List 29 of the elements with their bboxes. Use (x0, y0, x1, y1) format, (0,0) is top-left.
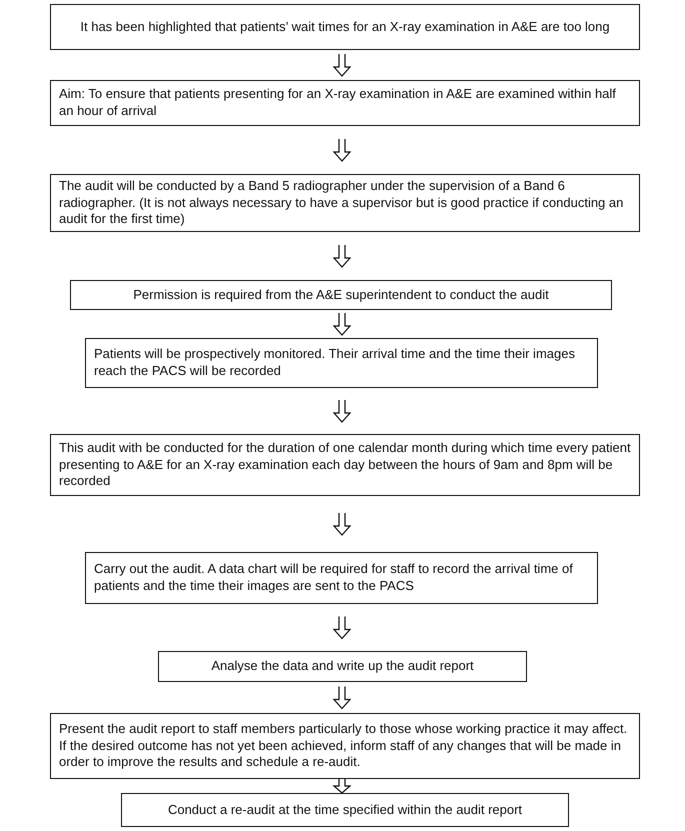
process-box (85, 338, 598, 388)
box-text: Present the audit report to staff members particularly to those whose working practice it may affect. If the desired outcome has not yet been achieved, inform staff of any changes that will be made in order to improve the results and schedule a re-audit. (59, 720, 628, 772)
box-text: Aim: To ensure that patients presenting for an X-ray examination in A&E are examined within half an hour of arrival (59, 86, 617, 120)
box-text: The audit will be conducted by a Band 5 radiographer under the supervision of a Band 6 radiographer. (It is not always necessary to have a supervisor but is good practice if conducting an audit for the first time) (59, 178, 624, 228)
process-box (50, 434, 640, 496)
box-text: It has been highlighted that patients’ wait times for an X-ray examination in A&E are too long (80, 18, 610, 36)
hollow-arrow (332, 616, 352, 640)
hollow-arrow (332, 512, 352, 536)
hollow-arrow (332, 399, 352, 423)
process-box (50, 4, 640, 50)
hollow-arrow (332, 686, 352, 710)
process-box (50, 174, 640, 232)
process-box (50, 80, 640, 126)
box-text: This audit with be conducted for the duration of one calendar month during which time every patient presenting to A&E for an X-ray examination each day between the hours of 9am and 8pm will be recorded (59, 440, 631, 490)
box-text: Analyse the data and write up the audit report (211, 658, 474, 675)
box-text: Permission is required from the A&E superintendent to conduct the audit (133, 286, 549, 304)
process-box (158, 651, 527, 682)
hollow-arrow (332, 312, 352, 336)
process-box (50, 713, 640, 779)
hollow-arrow (332, 53, 352, 77)
hollow-arrow (332, 778, 352, 794)
hollow-arrow (332, 138, 352, 162)
box-text: Carry out the audit. A data chart will be required for staff to record the arrival time of patients and the time their images are sent to the PACS (94, 561, 574, 595)
process-box (85, 552, 598, 604)
hollow-arrow (332, 244, 352, 268)
process-box (70, 280, 612, 310)
box-text: Conduct a re-audit at the time specified within the audit report (168, 802, 522, 818)
box-text: Patients will be prospectively monitored. Their arrival time and the time their images reach the PACS will be recorded (94, 346, 576, 380)
process-box (121, 793, 569, 827)
